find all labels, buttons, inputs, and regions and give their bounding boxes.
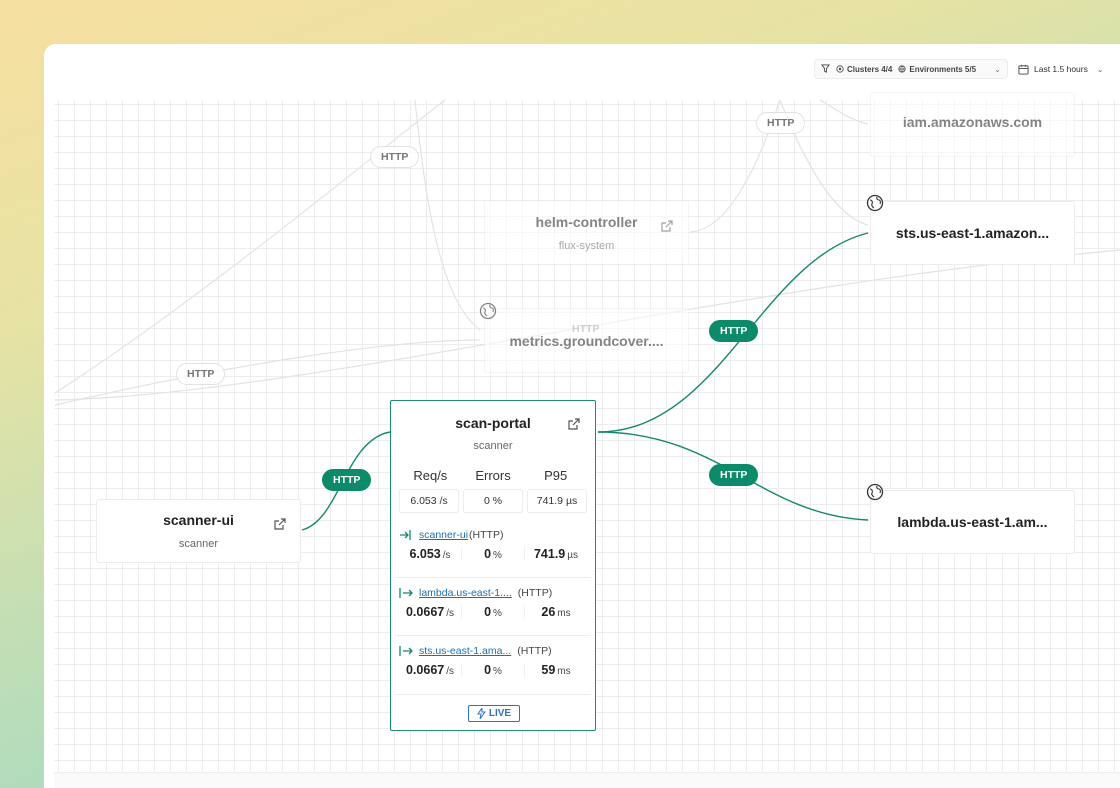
conn-errors: 0% xyxy=(461,547,525,561)
conn-req: 0.0667/s xyxy=(399,663,461,677)
environment-filter[interactable]: Clusters 4/4 Environments 5/5 ⌄ xyxy=(814,59,1008,79)
node-namespace: scanner xyxy=(178,538,219,550)
connection-row: lambda.us-east-1.... (HTTP) 0.0667/s 0% … xyxy=(399,587,587,619)
conn-errors-value: 0 xyxy=(484,547,492,561)
edge-label-http[interactable]: HTTP xyxy=(176,363,226,385)
edge-label-http[interactable]: HTTP xyxy=(322,469,372,491)
header-req: Req/s xyxy=(413,468,448,483)
top-toolbar: Clusters 4/4 Environments 5/5 ⌄ Last 1.5… xyxy=(44,44,1120,100)
conn-req: 0.0667/s xyxy=(399,605,461,619)
node-helm-controller[interactable]: helm-controller flux-system xyxy=(484,200,689,265)
external-link-icon[interactable] xyxy=(660,219,674,233)
metrics-summary: 6.053 /s 0 % 741.9 µs xyxy=(399,489,587,513)
live-label: LIVE xyxy=(488,708,512,719)
connection-row: sts.us-east-1.ama... (HTTP) 0.0667/s 0% … xyxy=(399,645,587,677)
node-title: scanner-ui xyxy=(163,512,234,528)
clusters-chip[interactable]: Clusters 4/4 xyxy=(836,65,892,74)
node-lambda[interactable]: lambda.us-east-1.am... xyxy=(870,490,1075,554)
conn-errors-value: 0 xyxy=(484,663,492,677)
node-namespace: scanner xyxy=(473,440,513,452)
conn-req-value: 0.0667 xyxy=(405,663,445,677)
conn-p95-unit: µs xyxy=(567,550,579,561)
header-errors: Errors xyxy=(475,468,511,483)
conn-errors-unit: % xyxy=(493,608,502,619)
edge-label-http[interactable]: HTTP xyxy=(756,112,806,134)
time-range-label: Last 1.5 hours xyxy=(1034,64,1088,74)
environments-chip[interactable]: Environments 5/5 xyxy=(898,65,976,74)
clusters-label: Clusters 4/4 xyxy=(847,64,893,74)
edge-label-http[interactable]: HTTP xyxy=(709,464,759,486)
environments-label: Environments 5/5 xyxy=(909,64,977,74)
conn-errors: 0% xyxy=(461,605,525,619)
chevron-down-icon: ⌄ xyxy=(1096,64,1104,74)
external-link-icon[interactable] xyxy=(273,517,287,531)
chevron-down-icon[interactable]: ⌄ xyxy=(994,64,1001,74)
conn-errors: 0% xyxy=(461,663,525,677)
filter-icon[interactable] xyxy=(821,63,830,75)
node-scan-portal[interactable]: scan-portal scanner Req/s Errors P95 6.0… xyxy=(390,400,596,731)
connection-link[interactable]: scanner-ui xyxy=(419,529,469,541)
metrics-header: Req/s Errors P95 xyxy=(399,468,587,483)
node-title: scan-portal xyxy=(455,415,531,431)
conn-req: 6.053/s xyxy=(399,547,461,561)
connection-protocol: (HTTP) xyxy=(517,645,552,657)
node-title: sts.us-east-1.amazon... xyxy=(895,225,1050,241)
conn-req-value: 0.0667 xyxy=(405,605,445,619)
external-link-icon[interactable] xyxy=(567,417,581,431)
globe-icon xyxy=(479,302,497,320)
conn-p95-value: 26 xyxy=(541,605,556,619)
conn-p95-value: 59 xyxy=(541,663,556,677)
calendar-icon xyxy=(1018,64,1029,75)
conn-req-unit: /s xyxy=(442,550,451,561)
outgoing-arrow-icon xyxy=(399,646,413,656)
live-button[interactable]: LIVE xyxy=(468,705,520,722)
time-range-picker[interactable]: Last 1.5 hours ⌄ xyxy=(1014,59,1114,79)
outgoing-arrow-icon xyxy=(399,588,413,598)
conn-p95-unit: ms xyxy=(557,666,571,677)
conn-p95-value: 741.9 xyxy=(533,547,566,561)
node-title: iam.amazonaws.com xyxy=(902,113,1043,130)
node-title: lambda.us-east-1.am... xyxy=(897,514,1048,530)
bottom-panel xyxy=(54,772,1120,788)
conn-errors-unit: % xyxy=(493,666,502,677)
conn-errors-value: 0 xyxy=(484,605,492,619)
summary-p95: 741.9 µs xyxy=(527,489,587,513)
globe-icon xyxy=(866,483,884,501)
summary-req: 6.053 /s xyxy=(399,489,459,513)
incoming-arrow-icon xyxy=(400,530,411,540)
divider xyxy=(395,694,591,695)
conn-req-unit: /s xyxy=(446,666,454,677)
conn-p95-unit: ms xyxy=(557,608,571,619)
node-namespace: flux-system xyxy=(558,239,615,252)
edge-label-http[interactable]: HTTP xyxy=(370,146,420,168)
node-sts[interactable]: sts.us-east-1.amazon... xyxy=(870,201,1075,265)
cluster-icon xyxy=(836,65,844,73)
node-title: metrics.groundcover.... xyxy=(509,332,664,349)
connection-link[interactable]: sts.us-east-1.ama... xyxy=(419,645,512,657)
connection-protocol: (HTTP) xyxy=(517,587,553,599)
conn-errors-unit: % xyxy=(493,550,502,561)
lightning-icon xyxy=(476,708,486,719)
conn-req-value: 6.053 xyxy=(409,547,441,561)
node-metrics[interactable]: metrics.groundcover.... xyxy=(484,308,689,373)
node-scanner-ui[interactable]: scanner-ui scanner xyxy=(96,499,301,563)
globe-icon xyxy=(898,65,906,73)
edge-label-http[interactable]: HTTP xyxy=(709,320,759,342)
globe-icon xyxy=(866,194,884,212)
summary-errors: 0 % xyxy=(463,489,523,513)
divider xyxy=(395,577,591,578)
divider xyxy=(395,635,591,636)
conn-req-unit: /s xyxy=(446,608,454,619)
node-iam[interactable]: iam.amazonaws.com xyxy=(870,92,1075,157)
node-title: helm-controller xyxy=(535,213,638,230)
connection-link[interactable]: lambda.us-east-1.... xyxy=(419,587,512,599)
header-p95: P95 xyxy=(544,468,568,483)
edge-label-http: HTTP xyxy=(572,323,600,335)
connection-protocol: (HTTP) xyxy=(469,529,504,541)
